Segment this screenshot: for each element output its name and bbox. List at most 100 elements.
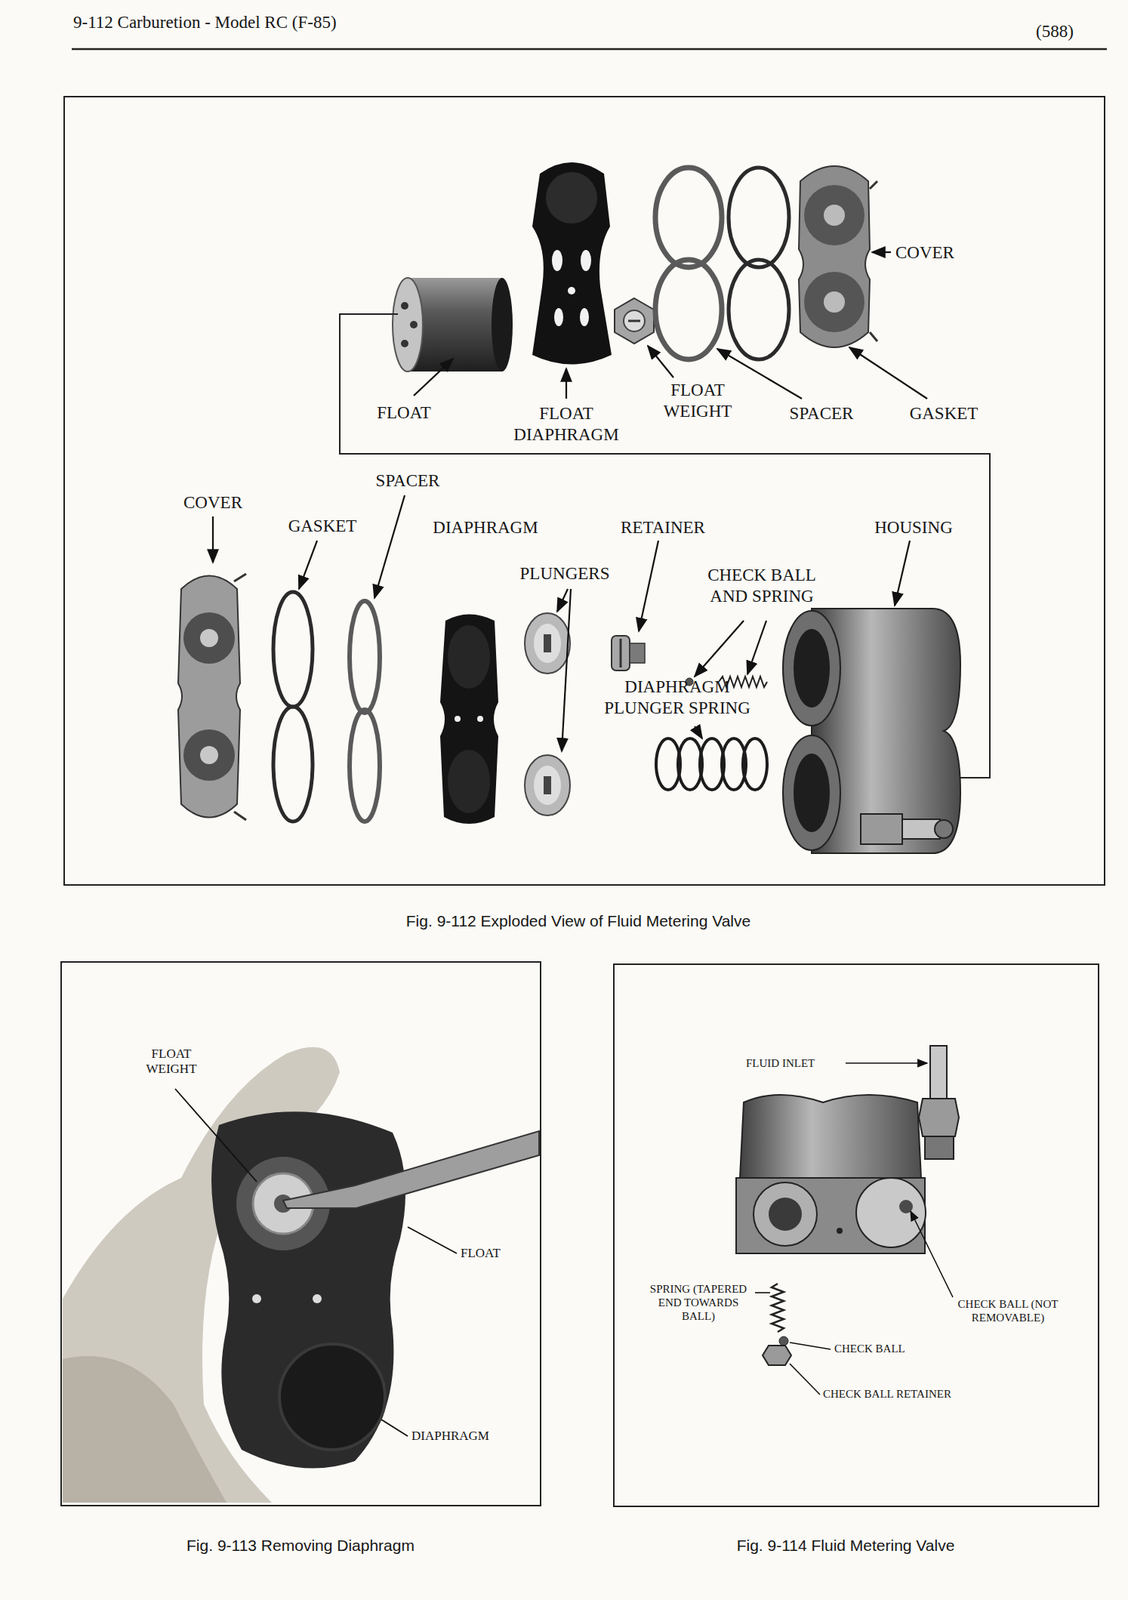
- cover-part: [200, 628, 219, 648]
- diaphragm-part: [440, 614, 499, 825]
- leader-lines: [638, 540, 659, 632]
- cover-part: [183, 729, 235, 781]
- float-part: [409, 320, 418, 329]
- leader-lines: [789, 1363, 820, 1395]
- part-label: FLOAT DIAPHRAGM: [493, 403, 641, 445]
- diaphragm-assembly-photo: [312, 1294, 322, 1304]
- retainer-part: [629, 643, 645, 663]
- plunger-part: [533, 623, 561, 663]
- part-label: SPACER: [376, 470, 441, 492]
- part-label: COVER: [895, 242, 955, 264]
- part-label: FLOAT WEIGHT: [128, 1046, 216, 1078]
- part-label: DIAPHRAGM: [432, 517, 538, 539]
- spacer-part: [655, 259, 722, 360]
- cover-part: [823, 204, 845, 226]
- part-label: CHECK BALL RETAINER: [822, 1386, 952, 1401]
- part-label: SPRING (TAPERED END TOWARDS BALL): [644, 1282, 754, 1323]
- plunger-part: [524, 613, 571, 674]
- float-part: [491, 277, 513, 372]
- leader-lines: [374, 495, 405, 598]
- figure-caption: Fig. 9-114 Fluid Metering Valve: [736, 1535, 956, 1555]
- cover-part: [869, 332, 878, 342]
- page-number: (588): [1035, 21, 1074, 43]
- leader-lines: [910, 1211, 953, 1298]
- metering-valve-photo: [856, 1177, 926, 1248]
- leader-lines: [212, 516, 214, 563]
- diaphragm-part: [447, 625, 491, 689]
- gasket-part: [728, 167, 789, 268]
- metering-valve-photo: [918, 1098, 959, 1137]
- part-label: FLOAT: [460, 1245, 501, 1261]
- metering-valve-photo: [736, 1045, 959, 1254]
- float-diaphragm-part: [551, 249, 563, 272]
- float-diaphragm-part: [567, 286, 576, 295]
- leader-lines: [647, 345, 674, 378]
- cover-part: [178, 573, 247, 820]
- part-label: CHECK BALL: [834, 1341, 906, 1356]
- cover-part: [869, 181, 878, 189]
- leader-lines: [789, 1342, 831, 1350]
- float-diaphragm-part: [554, 308, 564, 327]
- leader-lines: [381, 1419, 408, 1437]
- check-spring-photo: [771, 1283, 784, 1332]
- part-label: GASKET: [909, 403, 979, 425]
- check-spring-photo: [779, 1336, 789, 1346]
- float-weight-part: [623, 310, 645, 332]
- metering-valve-photo: [736, 1094, 925, 1254]
- cover-part: [200, 745, 219, 765]
- diaphragm-part: [477, 715, 484, 722]
- cover-part: [798, 166, 870, 348]
- float-diaphragm-part: [532, 162, 612, 365]
- screwdriver-photo: [283, 1131, 540, 1209]
- spacer-part: [655, 167, 722, 360]
- float-weight-part: [614, 298, 654, 344]
- retainer-part: [611, 635, 645, 671]
- plunger-part: [524, 755, 571, 816]
- screwdriver-photo: [283, 1131, 540, 1209]
- diaphragm-assembly-photo: [252, 1294, 262, 1304]
- figure-caption: Fig. 9-113 Removing Diaphragm: [186, 1535, 415, 1555]
- spacer-part: [349, 600, 380, 822]
- float-part: [400, 302, 409, 310]
- float-diaphragm-part: [580, 249, 592, 272]
- spacer-part: [349, 600, 380, 713]
- leader-lines: [755, 1291, 771, 1294]
- part-label: CHECK BALL (NOT REMOVABLE): [943, 1297, 1073, 1325]
- gasket-part: [728, 167, 789, 360]
- figure-frames: [61, 961, 541, 1506]
- gasket-part: [273, 591, 313, 822]
- float-weight-part: [614, 298, 654, 344]
- header-rule: [71, 49, 1107, 50]
- part-label: PLUNGERS: [520, 563, 611, 585]
- float-part: [392, 277, 423, 372]
- retainer-part: [611, 635, 630, 671]
- housing-part: [934, 819, 953, 839]
- spacer-part: [349, 709, 380, 822]
- part-label: CHECK BALL AND SPRING: [690, 564, 834, 607]
- part-label: SPACER: [789, 403, 854, 425]
- figure-frames: [613, 964, 1099, 1507]
- metering-valve-photo: [768, 1197, 802, 1231]
- leader-lines: [717, 348, 802, 399]
- leader-lines: [175, 1088, 457, 1437]
- housing-part: [793, 753, 830, 833]
- leader-lines: [565, 368, 568, 399]
- leader-lines: [849, 347, 928, 399]
- part-label: RETAINER: [620, 517, 706, 539]
- housing-part: [782, 610, 841, 726]
- leader-lines: [694, 726, 703, 739]
- float-diaphragm-part: [579, 308, 589, 327]
- leader-lines: [298, 540, 318, 589]
- plunger-part: [543, 776, 552, 795]
- float-diaphragm-part: [545, 172, 598, 224]
- part-label: HOUSING: [874, 517, 953, 539]
- leader-lines: [872, 251, 891, 253]
- leader-lines: [894, 540, 910, 606]
- figure-frames: [64, 96, 1105, 885]
- metering-valve-photo: [924, 1136, 954, 1159]
- diaphragm-assembly-photo: [279, 1343, 386, 1450]
- leader-lines: [694, 620, 744, 677]
- leader-lines: [175, 1088, 257, 1182]
- part-label: FLOAT WEIGHT: [647, 379, 749, 422]
